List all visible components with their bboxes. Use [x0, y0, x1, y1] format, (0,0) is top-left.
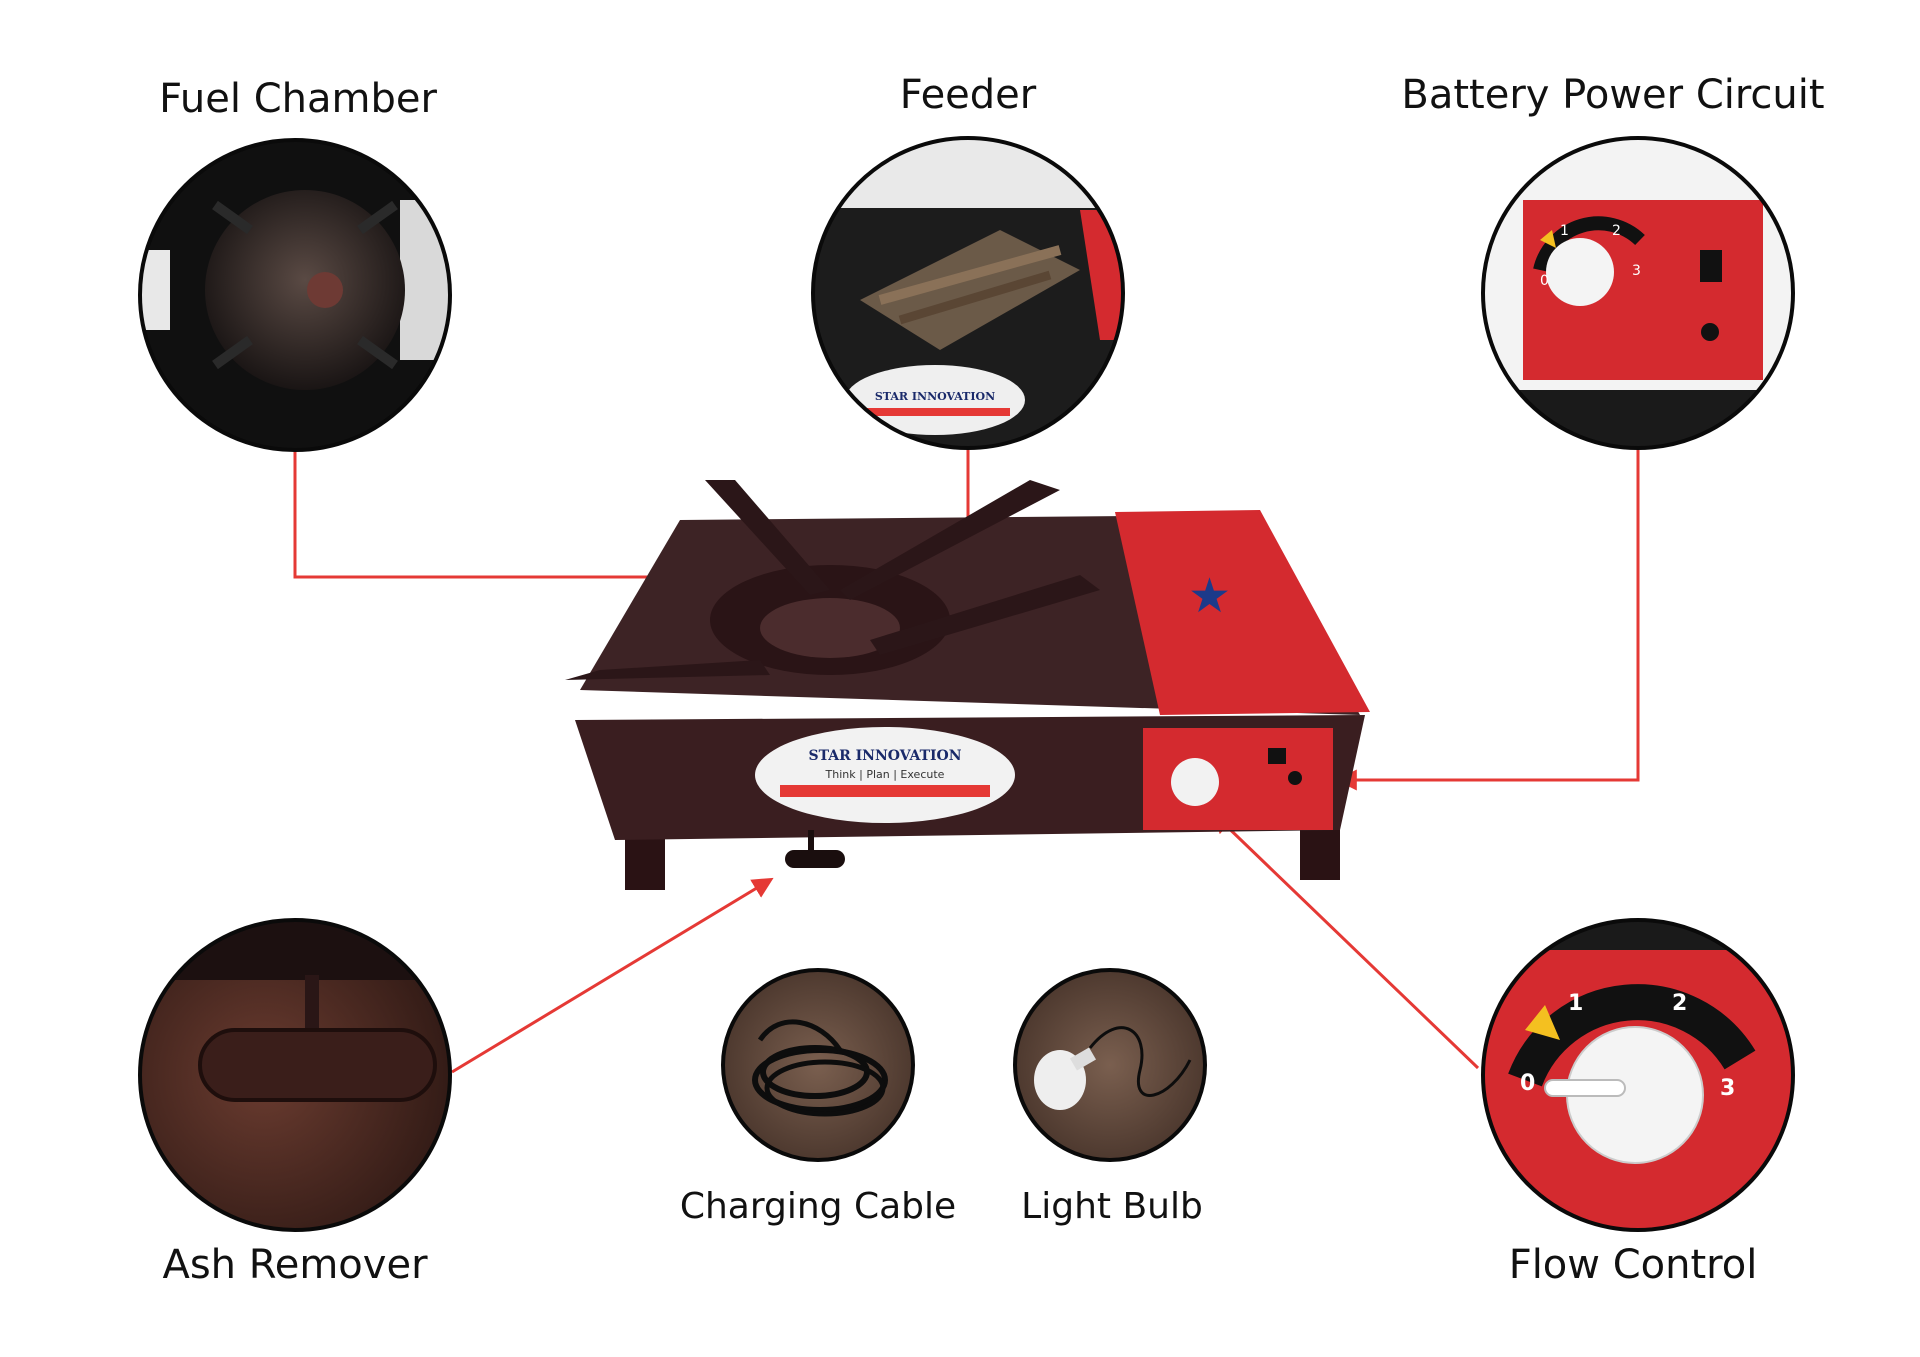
- flow-control-label: Flow Control: [1509, 1242, 1758, 1288]
- ash-remover-thumbnail: [138, 918, 452, 1232]
- power-switch-icon: [1700, 250, 1722, 282]
- battery-panel-top: [1115, 510, 1370, 715]
- brand-sticker: [755, 727, 1015, 823]
- ash-remover-handle: [198, 1028, 437, 1102]
- svg-text:2: 2: [1612, 223, 1621, 239]
- battery-power-circuit-thumbnail: 0 1 2 3: [1481, 136, 1795, 450]
- brand-text: STAR INNOVATION: [808, 748, 961, 764]
- svg-text:3: 3: [1632, 263, 1641, 279]
- dial-knob: [1171, 758, 1219, 806]
- fuel-chamber-thumbnail: [138, 138, 452, 452]
- feeder-thumbnail: STAR INNOVATION: [811, 136, 1125, 450]
- flow-control-thumbnail: 0 1 2 3: [1481, 918, 1795, 1232]
- ash-remover-handle: [785, 850, 845, 868]
- brand-tagline: Think | Plan | Execute: [825, 768, 945, 781]
- charging-cable-thumbnail: [721, 968, 915, 1162]
- battery-power-circuit-label: Battery Power Circuit: [1401, 72, 1824, 118]
- light-bulb-thumbnail: [1013, 968, 1207, 1162]
- svg-text:3: 3: [1720, 1076, 1735, 1101]
- flow-control-connector: [1211, 812, 1480, 1070]
- fuel-chamber-label: Fuel Chamber: [159, 76, 437, 122]
- svg-text:★: ★: [1188, 568, 1231, 624]
- bulb-icon: [1034, 1050, 1086, 1110]
- svg-text:1: 1: [1568, 991, 1583, 1016]
- ash-remover-label: Ash Remover: [162, 1242, 428, 1288]
- power-switch-icon: [1268, 748, 1286, 764]
- light-bulb-label: Light Bulb: [1021, 1186, 1203, 1227]
- flow-dial-knob: [1546, 238, 1614, 306]
- charging-port-icon: [1701, 323, 1719, 341]
- svg-text:1: 1: [1560, 223, 1569, 239]
- stove-leg: [625, 830, 665, 890]
- charging-port-icon: [1288, 771, 1302, 785]
- charging-cable-label: Charging Cable: [680, 1186, 956, 1227]
- svg-text:STAR INNOVATION: STAR INNOVATION: [875, 390, 995, 403]
- stove-main-image: ★ STAR INNOVATION Think | Plan | Execute: [565, 480, 1370, 890]
- feeder-label: Feeder: [900, 72, 1037, 118]
- svg-text:2: 2: [1672, 991, 1687, 1016]
- svg-text:0: 0: [1540, 273, 1549, 289]
- battery-connector: [1335, 450, 1640, 791]
- svg-text:0: 0: [1520, 1071, 1535, 1096]
- ash-remover-connector: [451, 877, 774, 1074]
